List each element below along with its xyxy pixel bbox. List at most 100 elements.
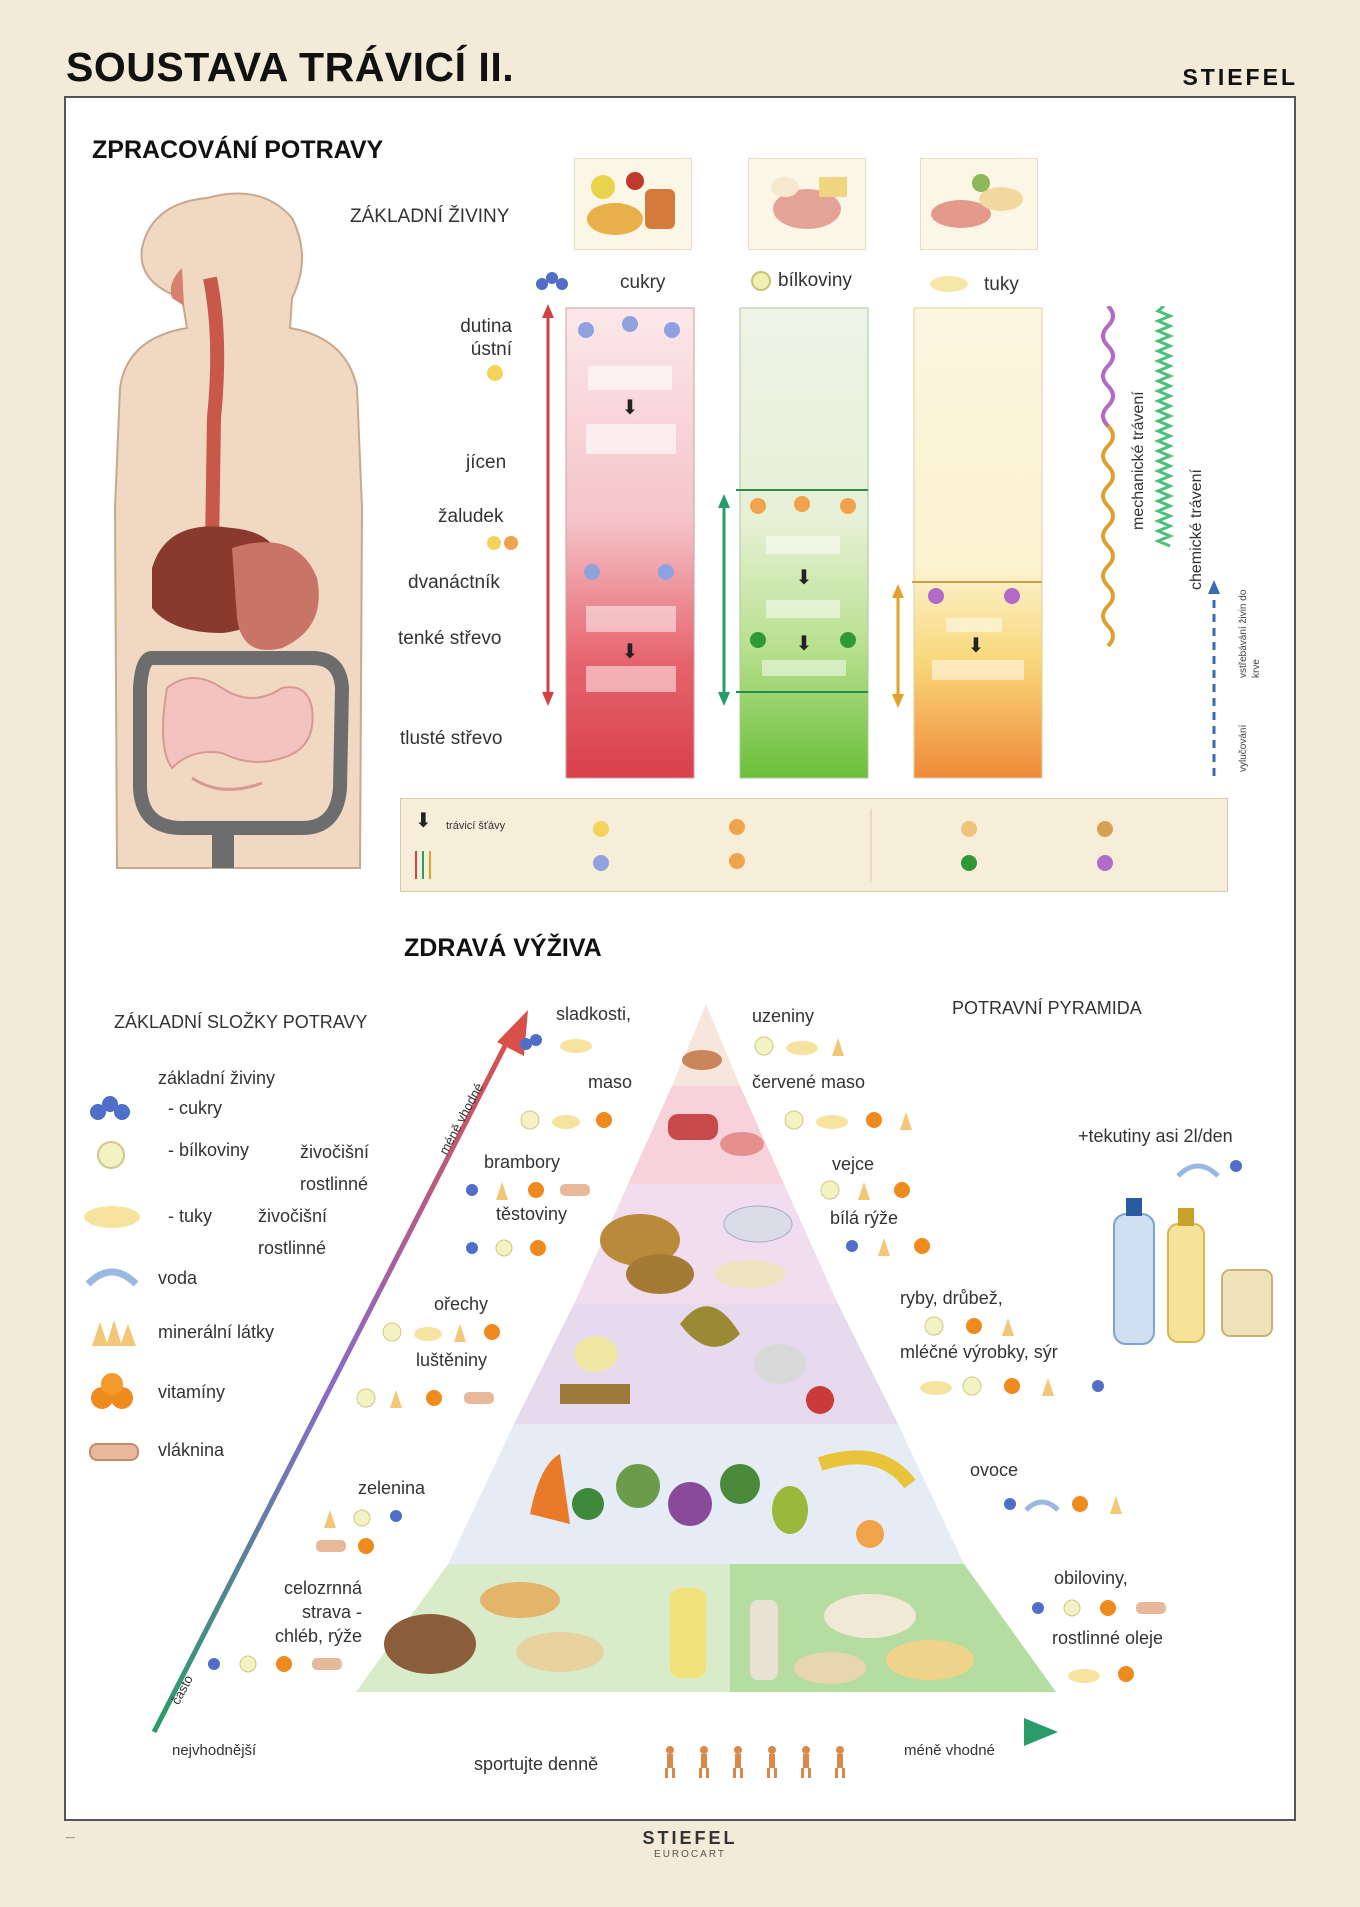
label-dairy: mléčné výrobky, sýr <box>900 1342 1058 1362</box>
component-fats: - tuky <box>168 1206 213 1226</box>
digestion-type-indicators <box>1101 306 1220 776</box>
gastric-juice-icon <box>487 536 518 550</box>
footer-brand: STIEFEL EUROCART <box>620 1828 760 1860</box>
nutrition-heading: ZDRAVÁ VÝŽIVA <box>404 934 602 962</box>
less-suitable-label: méně vhodné <box>904 1742 995 1759</box>
saliva-drop-icon <box>487 365 503 381</box>
food-pyramid <box>356 1004 1056 1692</box>
nutrient-icons-white-rice <box>846 1238 930 1256</box>
nutrient-icons-oils <box>1068 1666 1134 1683</box>
absorption-label: vstřebávání živin do krve <box>1238 589 1262 678</box>
proteins-molecule-icon <box>751 271 771 291</box>
components-heading: ZÁKLADNÍ SLOŽKY POTRAVY <box>114 1012 368 1032</box>
nutrient-icons-fish <box>924 1316 1014 1336</box>
chemical-digestion-label: chemické trávení <box>1188 469 1205 590</box>
drink-bottles-illustration <box>1113 1198 1273 1345</box>
column-label-carbs: cukry <box>620 272 666 293</box>
component-fiber: vláknina <box>158 1440 225 1460</box>
nutrient-icons-legumes <box>356 1388 494 1408</box>
nutrient-icons-nuts <box>382 1322 500 1342</box>
sport-figures-icon <box>665 1746 845 1778</box>
nutrient-icons-red-meat <box>784 1110 912 1130</box>
nutrient-icons-pasta <box>466 1239 546 1257</box>
organ-label-small-intestine: tenké střevo <box>398 628 502 649</box>
label-white-rice: bílá rýže <box>830 1208 899 1228</box>
column-label-fats: tuky <box>984 274 1019 295</box>
proteins-food-image <box>748 158 866 250</box>
label-eggs: vejce <box>832 1154 875 1174</box>
carbs-component-icon <box>90 1096 130 1120</box>
fat-component-icon <box>84 1206 140 1228</box>
label-red-meat: červené maso <box>752 1072 866 1092</box>
liquids-label: +tekutiny asi 2l/den <box>1078 1126 1233 1146</box>
digestive-system-illustration <box>113 192 364 869</box>
mechanical-digestion-label: mechanické trávení <box>1130 391 1147 530</box>
organ-label-large-intestine: tlusté střevo <box>400 728 503 749</box>
carbs-molecule-icon <box>536 272 568 290</box>
label-legumes: luštěniny <box>416 1350 488 1370</box>
label-sweets: sladkosti, <box>556 1004 632 1024</box>
sport-label: sportujte denně <box>474 1754 599 1774</box>
svg-text:⬇: ⬇ <box>796 633 813 655</box>
label-vegetables: zelenina <box>358 1478 426 1498</box>
svg-text:⬇: ⬇ <box>415 810 432 832</box>
nutrient-icons-cereals <box>1032 1599 1166 1617</box>
label-wholegrain-1: celozrnná <box>283 1578 362 1598</box>
component-carbs: - cukry <box>168 1098 222 1118</box>
digestion-columns: ⬇ ⬇ ⬇ ⬇ ⬇ <box>542 304 1043 779</box>
label-meat: maso <box>588 1072 633 1092</box>
label-pasta: těstoviny <box>496 1204 568 1224</box>
legend-digestive-juices: trávicí šťávy <box>446 820 506 832</box>
label-fish: ryby, drůbež, <box>900 1288 1003 1308</box>
vitamins-component-icon <box>91 1373 133 1409</box>
svg-text:⬇: ⬇ <box>968 635 985 657</box>
organ-label-duodenum: dvanáctník <box>408 572 500 593</box>
fats-molecule-icon <box>930 276 968 292</box>
processing-heading: ZPRACOVÁNÍ POTRAVY <box>92 136 384 164</box>
component-proteins-animal: živočišní <box>300 1142 370 1162</box>
nutrient-icons-liquids <box>1176 1160 1242 1178</box>
label-wholegrain-3: chléb, rýže <box>274 1626 362 1646</box>
label-nuts: ořechy <box>434 1294 489 1314</box>
pyramid-heading: POTRAVNÍ PYRAMIDA <box>952 998 1142 1018</box>
fats-food-image <box>920 158 1038 250</box>
footer-left-text: — <box>66 1832 75 1842</box>
fiber-component-icon <box>89 1443 139 1461</box>
nutrient-icons-vegetables <box>316 1509 402 1554</box>
label-potatoes: brambory <box>484 1152 561 1172</box>
minerals-component-icon <box>92 1320 136 1346</box>
component-minerals: minerální látky <box>158 1322 275 1342</box>
component-basic-nutrients: základní živiny <box>158 1068 276 1088</box>
component-fats-plant: rostlinné <box>258 1238 327 1258</box>
nutrient-icons-meat <box>520 1110 612 1130</box>
component-vitamins: vitamíny <box>158 1382 226 1402</box>
label-wholegrain-2: strava - <box>301 1602 362 1622</box>
component-fats-animal: živočišní <box>258 1206 328 1226</box>
nutrient-icons-sausages <box>754 1036 844 1056</box>
nutrient-icons-wholegrain <box>208 1655 342 1673</box>
label-cereals: obiloviny, <box>1054 1568 1128 1588</box>
excretion-label: vylučování <box>1238 724 1249 772</box>
column-label-proteins: bílkoviny <box>778 270 852 291</box>
nutrient-icons-fruit <box>1004 1496 1122 1514</box>
component-proteins: - bílkoviny <box>168 1140 250 1160</box>
nutrient-icons-eggs <box>820 1180 910 1200</box>
footer-brand-sub: EUROCART <box>654 1849 726 1860</box>
best-label: nejvhodnější <box>172 1742 257 1759</box>
brand-logo: STIEFEL <box>1182 64 1298 90</box>
svg-text:⬇: ⬇ <box>622 397 639 419</box>
nutrient-icons-sweets <box>520 1034 592 1053</box>
label-sausages: uzeniny <box>752 1006 815 1026</box>
nutrient-icons-potatoes <box>466 1182 590 1200</box>
label-fruit: ovoce <box>970 1460 1019 1480</box>
component-water: voda <box>158 1268 198 1288</box>
carbs-food-image <box>574 158 692 250</box>
component-proteins-plant: rostlinné <box>300 1174 369 1194</box>
organ-label-mouth: dutina ústní <box>460 316 512 360</box>
footer-brand-main: STIEFEL <box>642 1828 738 1848</box>
svg-text:⬇: ⬇ <box>622 641 639 663</box>
organ-label-esophagus: jícen <box>466 452 507 473</box>
protein-component-icon <box>97 1141 125 1169</box>
organ-label-stomach: žaludek <box>438 506 504 527</box>
digestion-legend: ⬇ <box>400 798 1228 892</box>
